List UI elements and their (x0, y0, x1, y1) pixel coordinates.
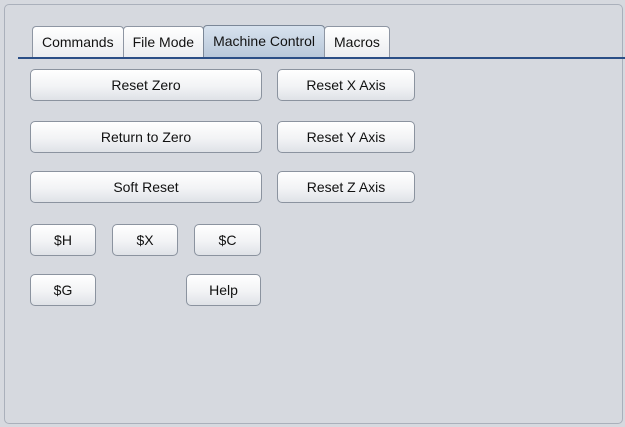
tab-commands[interactable]: Commands (32, 26, 124, 57)
reset-zero-button[interactable]: Reset Zero (30, 69, 262, 101)
machine-control-panel (4, 4, 623, 424)
tab-macros[interactable]: Macros (324, 26, 390, 57)
help-button[interactable]: Help (186, 274, 261, 306)
check-gcode-mode-button[interactable]: $C (194, 224, 261, 256)
kill-alarm-lock-button[interactable]: $X (112, 224, 178, 256)
return-to-zero-button[interactable]: Return to Zero (30, 121, 262, 153)
parser-state-button[interactable]: $G (30, 274, 96, 306)
reset-z-axis-button[interactable]: Reset Z Axis (277, 171, 415, 203)
reset-x-axis-button[interactable]: Reset X Axis (277, 69, 415, 101)
tab-content-border (18, 57, 625, 59)
tab-machine-control[interactable]: Machine Control (203, 25, 325, 57)
soft-reset-button[interactable]: Soft Reset (30, 171, 262, 203)
tab-bar: Commands File Mode Machine Control Macro… (32, 25, 390, 57)
tab-file-mode[interactable]: File Mode (122, 26, 205, 57)
home-cycle-button[interactable]: $H (30, 224, 96, 256)
reset-y-axis-button[interactable]: Reset Y Axis (277, 121, 415, 153)
